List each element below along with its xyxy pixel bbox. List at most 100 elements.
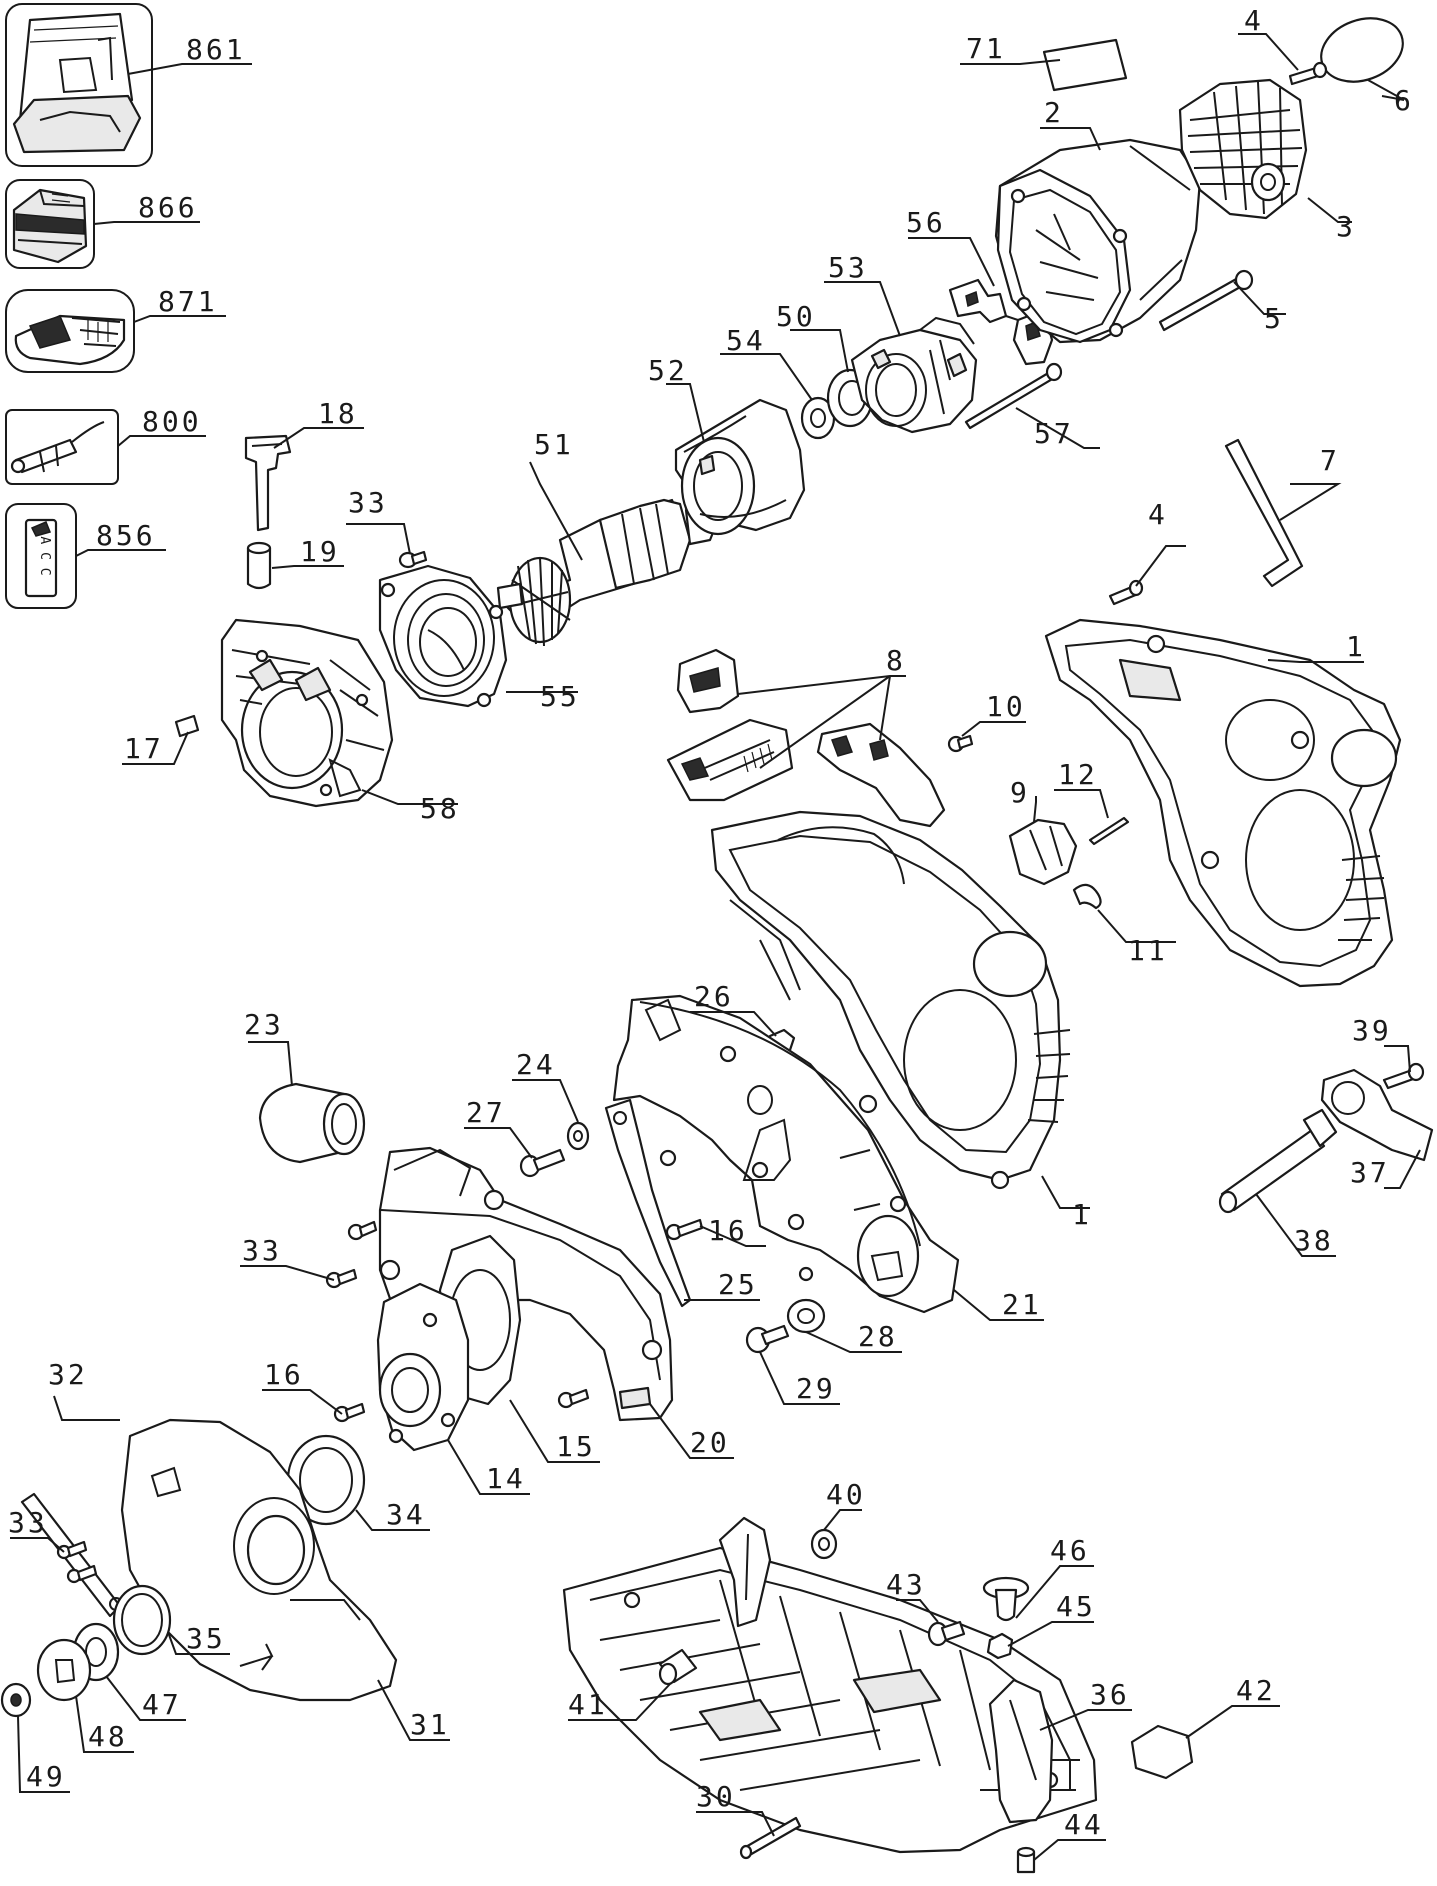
callout-7: 7 (1320, 444, 1340, 477)
callout-48: 48 (88, 1720, 128, 1753)
housing-half-1-right (1044, 618, 1402, 988)
armature-51 (496, 498, 720, 647)
washer-40 (810, 1528, 838, 1560)
spring-11 (1072, 883, 1102, 910)
callout-46: 46 (1050, 1534, 1090, 1567)
pad-42 (1130, 1724, 1194, 1780)
callout-14: 14 (486, 1462, 526, 1495)
callout-19: 19 (300, 535, 340, 568)
washer-24 (566, 1121, 590, 1151)
lever-37 (1320, 1068, 1434, 1162)
callout-1-left: 1 (1072, 1198, 1092, 1231)
callout-56: 56 (906, 206, 946, 239)
depth-bracket (718, 1516, 772, 1628)
callout-71: 71 (966, 32, 1006, 65)
end-bell-55 (378, 564, 508, 708)
callout-2: 2 (1044, 96, 1064, 129)
callout-32: 32 (48, 1358, 88, 1391)
callout-29: 29 (796, 1372, 836, 1405)
callout-37: 37 (1350, 1156, 1390, 1189)
callout-4-housing: 4 (1148, 498, 1168, 531)
screw-33-motor (398, 550, 428, 569)
screw-5 (1158, 269, 1254, 332)
screw-16-plate (659, 1149, 805, 1241)
screw-29 (745, 1324, 790, 1354)
callout-45: 45 (1056, 1590, 1096, 1623)
screw-57 (964, 362, 1063, 430)
callout-16-plate: 16 (708, 1214, 748, 1247)
callout-54: 54 (726, 324, 766, 357)
battery-pack (5, 179, 95, 269)
callout-57: 57 (1034, 417, 1074, 450)
fan-baffle-58 (220, 618, 394, 808)
gear-case-14 (376, 1282, 470, 1452)
cord-accessory (5, 409, 119, 485)
callout-20: 20 (690, 1426, 730, 1459)
callout-11: 11 (1128, 934, 1168, 967)
screw-39 (1382, 1062, 1425, 1090)
pin-30 (739, 1816, 802, 1860)
callout-30: 30 (696, 1780, 736, 1813)
callout-38: 38 (1294, 1224, 1334, 1257)
callout-21: 21 (1002, 1288, 1042, 1321)
screw-10 (947, 734, 974, 753)
callout-42: 42 (1236, 1674, 1276, 1707)
washer-35 (112, 1584, 172, 1656)
callout-52: 52 (648, 354, 688, 387)
callout-18: 18 (318, 397, 358, 430)
callout-861: 861 (186, 33, 246, 66)
leader-lines (10, 33, 1421, 1861)
callout-labels: 861 866 871 800 856 18 19 33 51 52 54 50… (8, 4, 1414, 1841)
callout-9: 9 (1010, 776, 1030, 809)
callout-26: 26 (694, 980, 734, 1013)
callout-866: 866 (138, 191, 198, 224)
hex-key-7 (1224, 438, 1304, 588)
callout-40: 40 (826, 1478, 866, 1511)
bolt-38 (1218, 1108, 1338, 1214)
accessory-label-card: A C C (5, 503, 77, 609)
screw-4-housing (1108, 579, 1144, 606)
callout-23: 23 (244, 1008, 284, 1041)
callout-41: 41 (568, 1688, 608, 1721)
blade-screw-49 (0, 1682, 32, 1718)
lower-guard-31 (120, 1418, 398, 1702)
field-can-52 (674, 398, 806, 536)
bushing-19 (246, 541, 272, 590)
callout-3: 3 (1336, 210, 1356, 243)
guard-plate-21 (612, 994, 960, 1314)
callout-58: 58 (420, 792, 460, 825)
callout-51: 51 (534, 428, 574, 461)
screw-20-guard (557, 1388, 590, 1409)
callout-5: 5 (1264, 302, 1284, 335)
callout-25: 25 (718, 1268, 758, 1301)
callout-39: 39 (1352, 1014, 1392, 1047)
spring-17 (174, 714, 200, 738)
callout-16-gear: 16 (264, 1358, 304, 1391)
label-6 (1320, 17, 1404, 83)
dust-cap-23 (258, 1082, 366, 1164)
callout-4-cap: 4 (1244, 4, 1264, 37)
screw-4-cap (1288, 61, 1328, 86)
switch-assembly-8 (666, 648, 946, 828)
screw-43 (927, 1620, 966, 1647)
callout-49: 49 (26, 1760, 66, 1793)
end-cap-3 (1178, 78, 1308, 220)
accessory-kit-case (5, 3, 153, 167)
callout-33-guard: 33 (242, 1234, 282, 1267)
callout-43: 43 (886, 1568, 926, 1601)
callout-6: 6 (1394, 84, 1414, 117)
trigger-switch-9 (1008, 818, 1078, 886)
housing-half-1-left (710, 810, 1071, 1190)
callout-55: 55 (540, 680, 580, 713)
callout-31: 31 (410, 1708, 450, 1741)
callout-33-lower: 33 (8, 1506, 48, 1539)
brush-plate-18 (244, 434, 292, 532)
knob-46 (982, 1576, 1030, 1622)
nut-45 (986, 1632, 1014, 1660)
screw-33-plate (798, 1266, 814, 1282)
callout-35: 35 (186, 1622, 226, 1655)
callout-10: 10 (986, 690, 1026, 723)
pin-41 (658, 1648, 698, 1686)
pin-44 (1016, 1846, 1036, 1874)
